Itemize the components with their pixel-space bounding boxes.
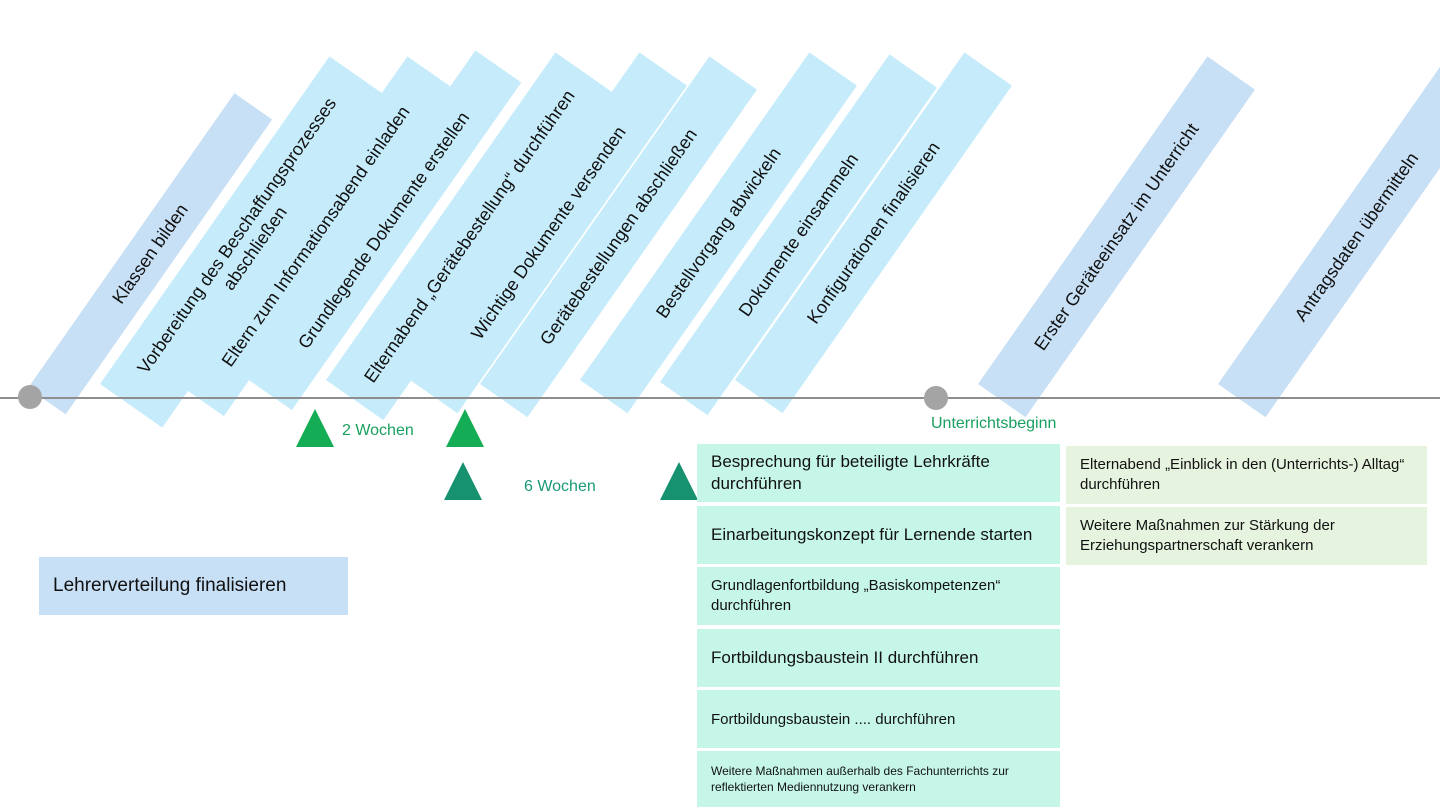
task-antragsdaten: Antragsdaten übermitteln [1218, 56, 1440, 418]
two-weeks-start-marker [296, 409, 334, 447]
six-weeks-end-marker [660, 462, 698, 500]
task-erziehungspartnerschaft: Weitere Maßnahmen zur Stärkung der Erzie… [1066, 507, 1427, 565]
task-label: Erster Geräteeinsatz im Unterricht [1030, 119, 1203, 354]
task-label: Weitere Maßnahmen zur Stärkung der Erzie… [1080, 517, 1335, 554]
task-label: Weitere Maßnahmen außerhalb des Fachunte… [711, 764, 1009, 794]
task-label: Elternabend „Einblick in den (Unterricht… [1080, 456, 1405, 493]
task-erster-geraeteeinsatz: Erster Geräteeinsatz im Unterricht [978, 56, 1255, 418]
task-einarbeitungskonzept: Einarbeitungskonzept für Lernende starte… [697, 506, 1060, 564]
unterrichtsbeginn-label: Unterrichtsbeginn [931, 415, 1057, 432]
task-fortbildungsbaustein-2: Fortbildungsbaustein II durchführen [697, 629, 1060, 687]
timeline-start-marker [18, 385, 42, 409]
timeline-axis [0, 397, 1440, 399]
task-besprechung-lehrkraefte: Besprechung für beteiligte Lehrkräfte du… [697, 444, 1060, 502]
task-weitere-massnahmen-medien: Weitere Maßnahmen außerhalb des Fachunte… [697, 751, 1060, 807]
task-elternabend-einblick: Elternabend „Einblick in den (Unterricht… [1066, 446, 1427, 504]
task-label: Fortbildungsbaustein II durchführen [711, 648, 979, 667]
task-label: Einarbeitungskonzept für Lernende starte… [711, 525, 1033, 544]
task-lehrerverteilung: Lehrerverteilung finalisieren [39, 557, 348, 615]
task-label: Besprechung für beteiligte Lehrkräfte du… [711, 452, 990, 493]
task-label: Antragsdaten übermitteln [1290, 148, 1423, 325]
task-label: Grundlagenfortbildung „Basiskompetenzen“… [711, 577, 1001, 614]
task-label: Fortbildungsbaustein .... durchführen [711, 710, 956, 728]
task-grundlagenfortbildung: Grundlagenfortbildung „Basiskompetenzen“… [697, 567, 1060, 625]
unterrichtsbeginn-marker [924, 386, 948, 410]
two-weeks-label: 2 Wochen [342, 422, 414, 439]
six-weeks-start-marker [444, 462, 482, 500]
six-weeks-label: 6 Wochen [524, 478, 596, 495]
task-fortbildungsbaustein-n: Fortbildungsbaustein .... durchführen [697, 690, 1060, 748]
task-label: Lehrerverteilung finalisieren [53, 575, 287, 596]
two-weeks-end-marker [446, 409, 484, 447]
